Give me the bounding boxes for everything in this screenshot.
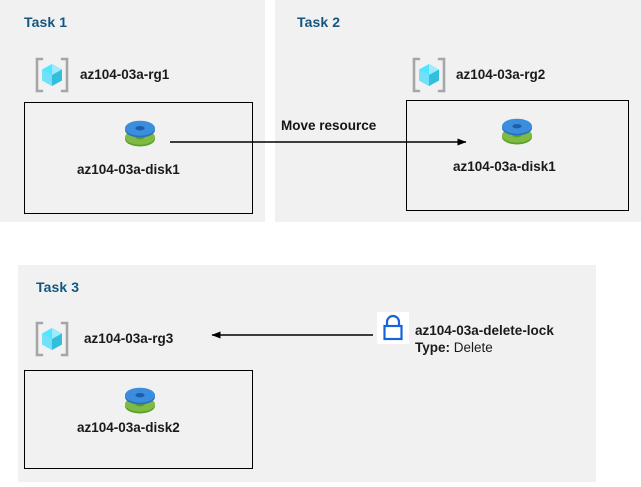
- managed-disk-icon: [120, 381, 160, 421]
- resource-group-icon: [410, 56, 448, 94]
- task-3-heading: Task 3: [36, 279, 80, 295]
- task-1-heading: Task 1: [24, 14, 68, 30]
- task-3-resource-box: [24, 370, 253, 469]
- move-resource-arrow: [170, 138, 467, 146]
- disk-label: az104-03a-disk1: [453, 159, 556, 174]
- resource-group-icon: [33, 320, 71, 358]
- lock-type-row: Type: Delete: [415, 340, 493, 355]
- resource-group-label: az104-03a-rg2: [456, 67, 546, 82]
- managed-disk-icon: [497, 112, 537, 152]
- move-resource-label: Move resource: [281, 118, 377, 133]
- task-1-resource-box: [24, 102, 253, 214]
- task-2-resource-box: [406, 100, 629, 211]
- resource-group-label: az104-03a-rg1: [80, 67, 170, 82]
- resource-group-icon: [33, 56, 71, 94]
- disk-label: az104-03a-disk1: [77, 162, 180, 177]
- lock-type-key: Type:: [415, 340, 451, 355]
- lock-type-value: Delete: [453, 340, 493, 355]
- managed-disk-icon: [120, 114, 160, 154]
- disk-label: az104-03a-disk2: [77, 420, 180, 435]
- task-2-heading: Task 2: [297, 14, 341, 30]
- lock-name-label: az104-03a-delete-lock: [415, 323, 554, 338]
- resource-group-label: az104-03a-rg3: [84, 331, 174, 346]
- lock-applies-to-arrow: [211, 331, 373, 339]
- lock-icon: [377, 312, 409, 344]
